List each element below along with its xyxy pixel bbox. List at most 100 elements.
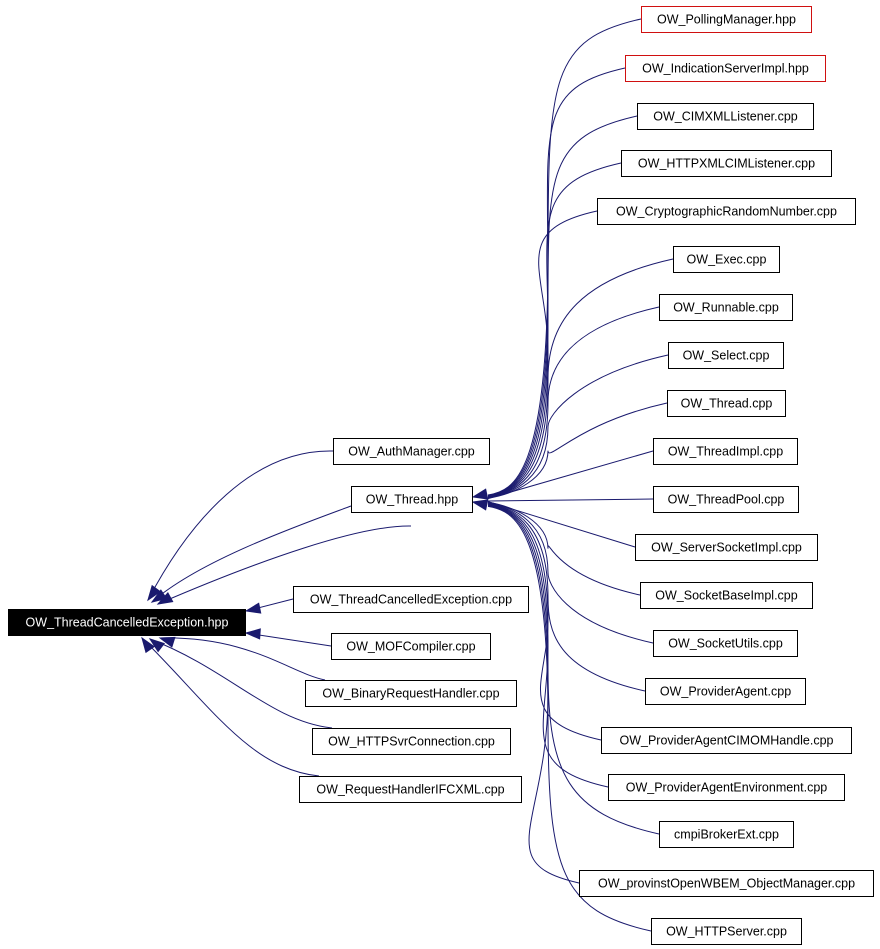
edge-arrowhead [471,499,489,511]
include-edge [487,210,598,498]
file-node-box [601,727,852,754]
file-node-box [653,630,798,657]
file-node-ow-mofcompiler-cpp[interactable]: OW_MOFCompiler.cpp [331,633,491,660]
include-edge [487,505,652,932]
edge-arrowhead [471,488,489,500]
file-node-label: OW_ThreadCancelledException.cpp [310,592,512,606]
file-node-label: OW_CIMXMLListener.cpp [653,109,798,123]
file-node-label: OW_Exec.cpp [687,252,767,266]
file-node-ow-cryptographicrandomnumber-cpp[interactable]: OW_CryptographicRandomNumber.cpp [597,198,856,225]
file-node-ow-binaryrequesthandler-cpp[interactable]: OW_BinaryRequestHandler.cpp [305,680,517,707]
file-node-ow-provideragentcimomhandle-cpp[interactable]: OW_ProviderAgentCIMOMHandle.cpp [601,727,852,754]
file-node-ow-socketbaseimpl-cpp[interactable]: OW_SocketBaseImpl.cpp [640,582,813,609]
file-node-label: OW_HTTPSvrConnection.cpp [328,734,495,748]
include-edge [487,402,668,499]
include-edge [141,637,320,777]
file-node-label: OW_HTTPXMLCIMListener.cpp [638,156,815,170]
file-node-ow-threadpool-cpp[interactable]: OW_ThreadPool.cpp [653,486,799,513]
file-node-box [597,198,856,225]
file-node-label: OW_BinaryRequestHandler.cpp [322,686,499,700]
file-node-label: OW_ProviderAgentCIMOMHandle.cpp [620,733,834,747]
file-node-ow-provinstopenwbem-objectmanager-cpp[interactable]: OW_provinstOpenWBEM_ObjectManager.cpp [579,870,874,897]
file-node-ow-pollingmanager-hpp[interactable]: OW_PollingManager.hpp [641,6,812,33]
file-node-label: cmpiBrokerExt.cpp [674,827,779,841]
file-node-label: OW_Thread.cpp [681,396,773,410]
include-edge [487,115,638,497]
file-node-label: OW_SocketBaseImpl.cpp [655,588,797,602]
file-node-label: OW_Thread.hpp [366,492,458,506]
file-node-ow-threadcancelledexception-hpp[interactable]: OW_ThreadCancelledException.hpp [8,609,246,636]
file-node-ow-httpxmlcimlistener-cpp[interactable]: OW_HTTPXMLCIMListener.cpp [621,150,832,177]
file-node-box [8,609,246,636]
file-node-ow-threadcancelledexception-cpp[interactable]: OW_ThreadCancelledException.cpp [293,586,529,613]
include-edge [487,502,646,692]
file-node-box [608,774,845,801]
file-node-box [659,294,793,321]
file-node-label: OW_HTTPServer.cpp [666,924,787,938]
file-node-box [645,678,806,705]
file-node-label: OW_MOFCompiler.cpp [346,639,475,653]
file-node-label: OW_IndicationServerImpl.hpp [642,61,809,75]
edge-arrowhead [244,602,262,614]
file-node-ow-socketutils-cpp[interactable]: OW_SocketUtils.cpp [653,630,798,657]
file-node-ow-authmanager-cpp[interactable]: OW_AuthManager.cpp [333,438,490,465]
file-node-box [351,486,473,513]
file-node-box [653,438,798,465]
edge-layer [141,18,674,932]
file-node-box [637,103,814,130]
include-edge [487,162,622,497]
file-node-ow-provideragentenvironment-cpp[interactable]: OW_ProviderAgentEnvironment.cpp [608,774,845,801]
file-node-ow-requesthandlerifcxml-cpp[interactable]: OW_RequestHandlerIFCXML.cpp [299,776,522,803]
include-edge [159,637,326,681]
file-node-box [293,586,529,613]
edge-arrowhead [141,636,155,654]
file-node-ow-thread-cpp[interactable]: OW_Thread.cpp [667,390,786,417]
file-node-label: OW_SocketUtils.cpp [668,636,783,650]
include-edge [157,525,412,605]
file-node-ow-thread-hpp[interactable]: OW_Thread.hpp [351,486,473,513]
file-node-box [635,534,818,561]
file-node-box [667,390,786,417]
file-node-ow-indicationserverimpl-hpp[interactable]: OW_IndicationServerImpl.hpp [625,55,826,82]
file-node-box [668,342,784,369]
file-node-label: OW_Select.cpp [683,348,770,362]
file-node-box [659,821,794,848]
file-node-label: OW_ThreadImpl.cpp [668,444,783,458]
file-node-label: OW_RequestHandlerIFCXML.cpp [316,782,504,796]
file-node-label: OW_ThreadPool.cpp [668,492,785,506]
file-node-label: OW_CryptographicRandomNumber.cpp [616,204,837,218]
file-node-ow-exec-cpp[interactable]: OW_Exec.cpp [673,246,780,273]
file-node-ow-httpsvrconnection-cpp[interactable]: OW_HTTPSvrConnection.cpp [312,728,511,755]
edge-arrowhead [158,636,176,648]
include-edge [487,354,669,499]
edge-arrowhead [156,592,174,605]
include-edge [487,501,641,596]
file-node-label: OW_ThreadCancelledException.hpp [26,615,229,629]
file-node-box [333,438,490,465]
file-node-box [305,680,517,707]
file-node-box [299,776,522,803]
edge-arrowhead [244,628,261,640]
file-node-ow-runnable-cpp[interactable]: OW_Runnable.cpp [659,294,793,321]
file-node-box [625,55,826,82]
file-node-box [641,6,812,33]
file-node-ow-threadimpl-cpp[interactable]: OW_ThreadImpl.cpp [653,438,798,465]
include-edge [487,450,654,500]
edge-arrowhead [147,584,162,602]
file-node-box [579,870,874,897]
file-node-ow-serversocketimpl-cpp[interactable]: OW_ServerSocketImpl.cpp [635,534,818,561]
file-node-ow-cimxmllistener-cpp[interactable]: OW_CIMXMLListener.cpp [637,103,814,130]
include-edge [487,498,654,502]
file-node-box [312,728,511,755]
file-node-ow-select-cpp[interactable]: OW_Select.cpp [668,342,784,369]
file-node-ow-provideragent-cpp[interactable]: OW_ProviderAgent.cpp [645,678,806,705]
edge-arrowhead [148,638,165,653]
include-edge [147,450,334,601]
file-node-box [640,582,813,609]
file-node-ow-httpserver-cpp[interactable]: OW_HTTPServer.cpp [651,918,802,945]
include-edge [487,306,660,498]
file-node-box [651,918,802,945]
file-node-cmpibrokerext-cpp[interactable]: cmpiBrokerExt.cpp [659,821,794,848]
file-node-box [673,246,780,273]
